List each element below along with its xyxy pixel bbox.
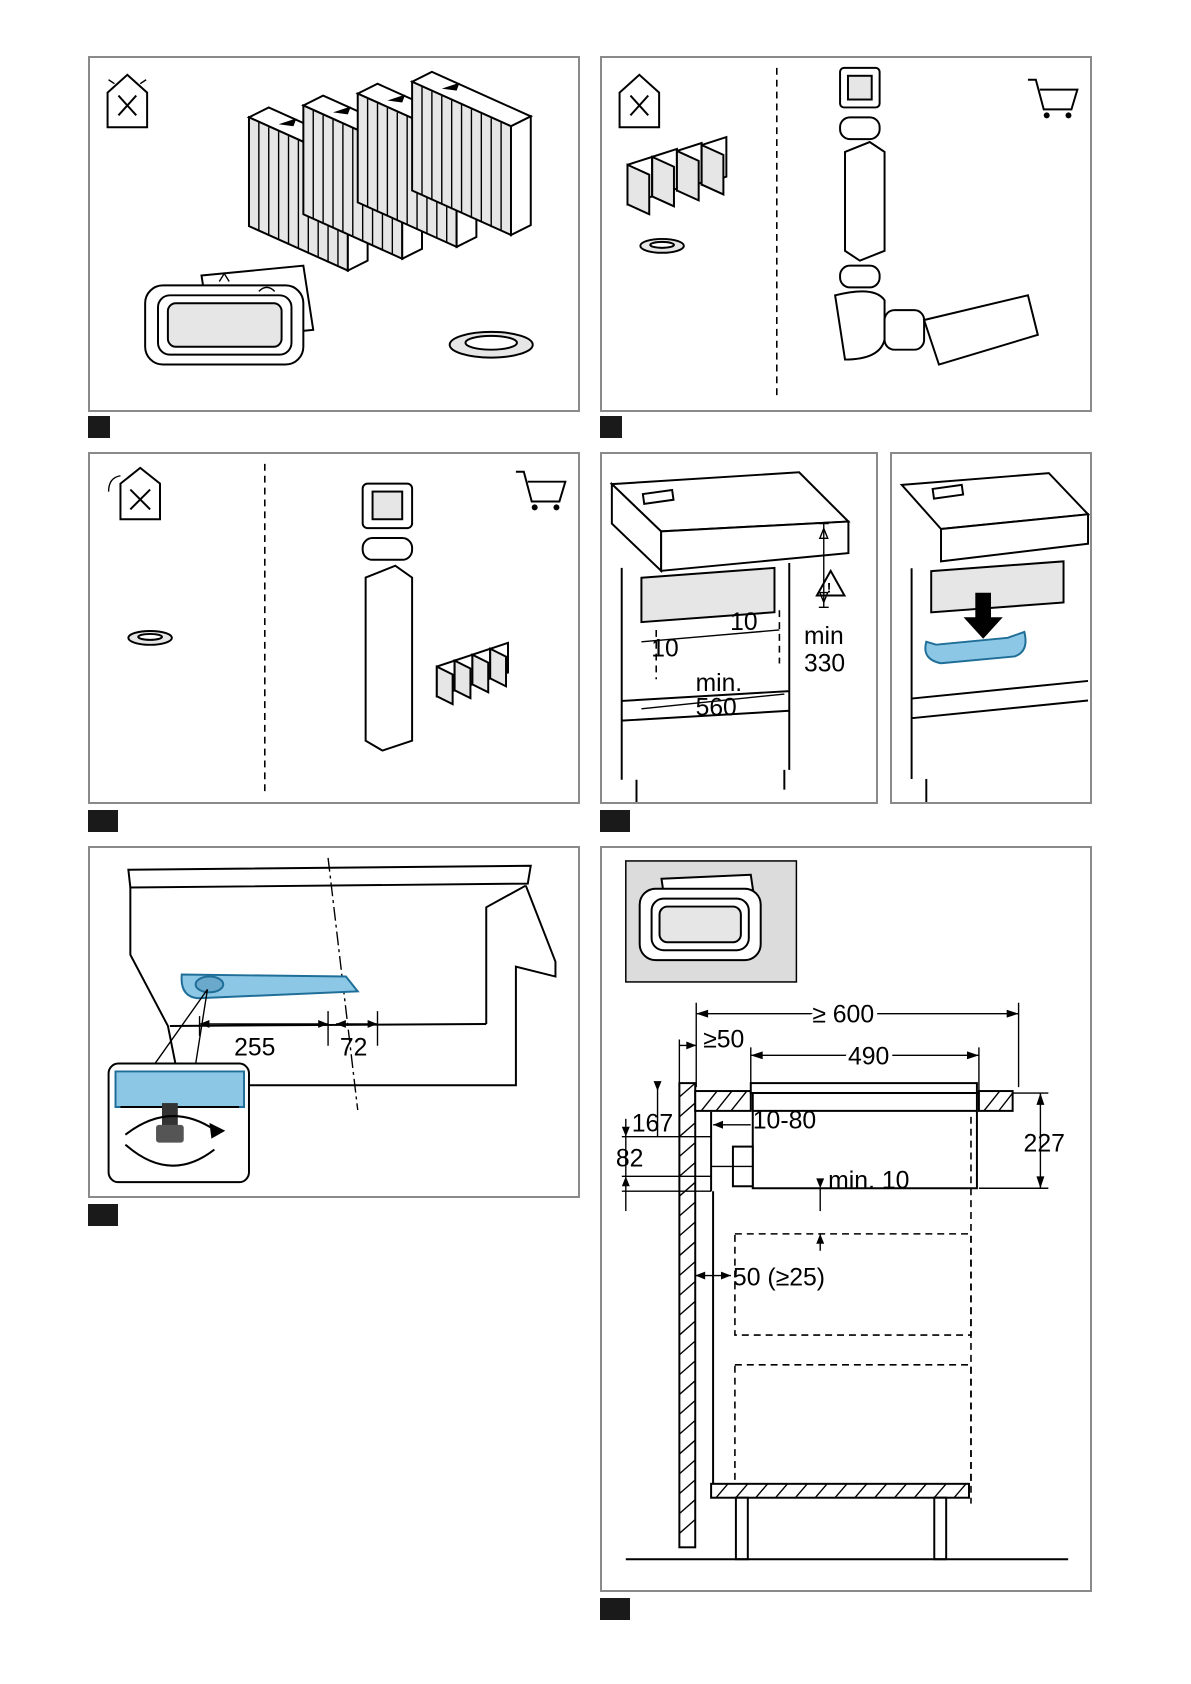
drip-tray	[925, 632, 1025, 663]
duct-kit	[835, 68, 1038, 365]
dim-227: 227	[1024, 1131, 1065, 1158]
detail-adjuster	[109, 1064, 249, 1183]
panel-tray-position: 255 72	[88, 846, 580, 1198]
duct-kit	[363, 484, 412, 751]
dim-min-560-label: min.	[696, 670, 743, 697]
panel-recirculation-kit	[88, 452, 580, 804]
seal-ring	[128, 631, 172, 645]
panel-install-dimensions: ≥ 600 ≥50 490 227 167	[600, 846, 1092, 1592]
blue-tray	[182, 975, 358, 999]
dim-82: 82	[616, 1145, 644, 1172]
recirculation-house-icon	[109, 468, 160, 519]
figure-tag	[600, 416, 622, 438]
duct-adapter	[145, 266, 313, 365]
dim-490: 490	[848, 1043, 889, 1070]
dim-50: ≥50	[703, 1026, 744, 1053]
figure-tag	[88, 1204, 118, 1226]
dim-min10: min. 10	[828, 1167, 909, 1194]
dim-255: 255	[234, 1035, 275, 1062]
panel-filter-kit	[88, 56, 580, 412]
panel-duct-kit	[600, 56, 1092, 412]
recirculation-house-icon	[620, 75, 660, 127]
duct-adapter-inset	[626, 861, 797, 982]
seal-ring	[450, 332, 533, 358]
figure-tag	[88, 810, 118, 832]
carbon-filter-cassettes	[249, 72, 531, 271]
wall	[679, 1083, 695, 1547]
shopping-cart-icon	[1028, 80, 1077, 119]
recirculation-house-icon	[108, 75, 148, 127]
dim-600: ≥ 600	[812, 1002, 874, 1029]
dim-50-25: 50 (≥25)	[733, 1264, 825, 1291]
figure-tag	[88, 416, 110, 438]
dim-min: min	[804, 623, 844, 650]
dim-10-80: 10-80	[753, 1108, 816, 1135]
filter-kit	[437, 643, 508, 704]
svg-text:!: !	[827, 581, 832, 596]
shopping-cart-icon	[516, 472, 565, 511]
dim-167: 167	[632, 1111, 673, 1138]
figure-tag	[600, 810, 630, 832]
dim-560: 560	[696, 695, 737, 722]
filter-kit	[627, 137, 726, 253]
panel-cabinet-clearance: ! 10 min 330 10 min. 560	[600, 452, 878, 804]
dim-330: 330	[804, 650, 845, 677]
dim-72: 72	[340, 1035, 367, 1062]
figure-tag	[600, 1598, 630, 1620]
panel-install-housing	[890, 452, 1092, 804]
